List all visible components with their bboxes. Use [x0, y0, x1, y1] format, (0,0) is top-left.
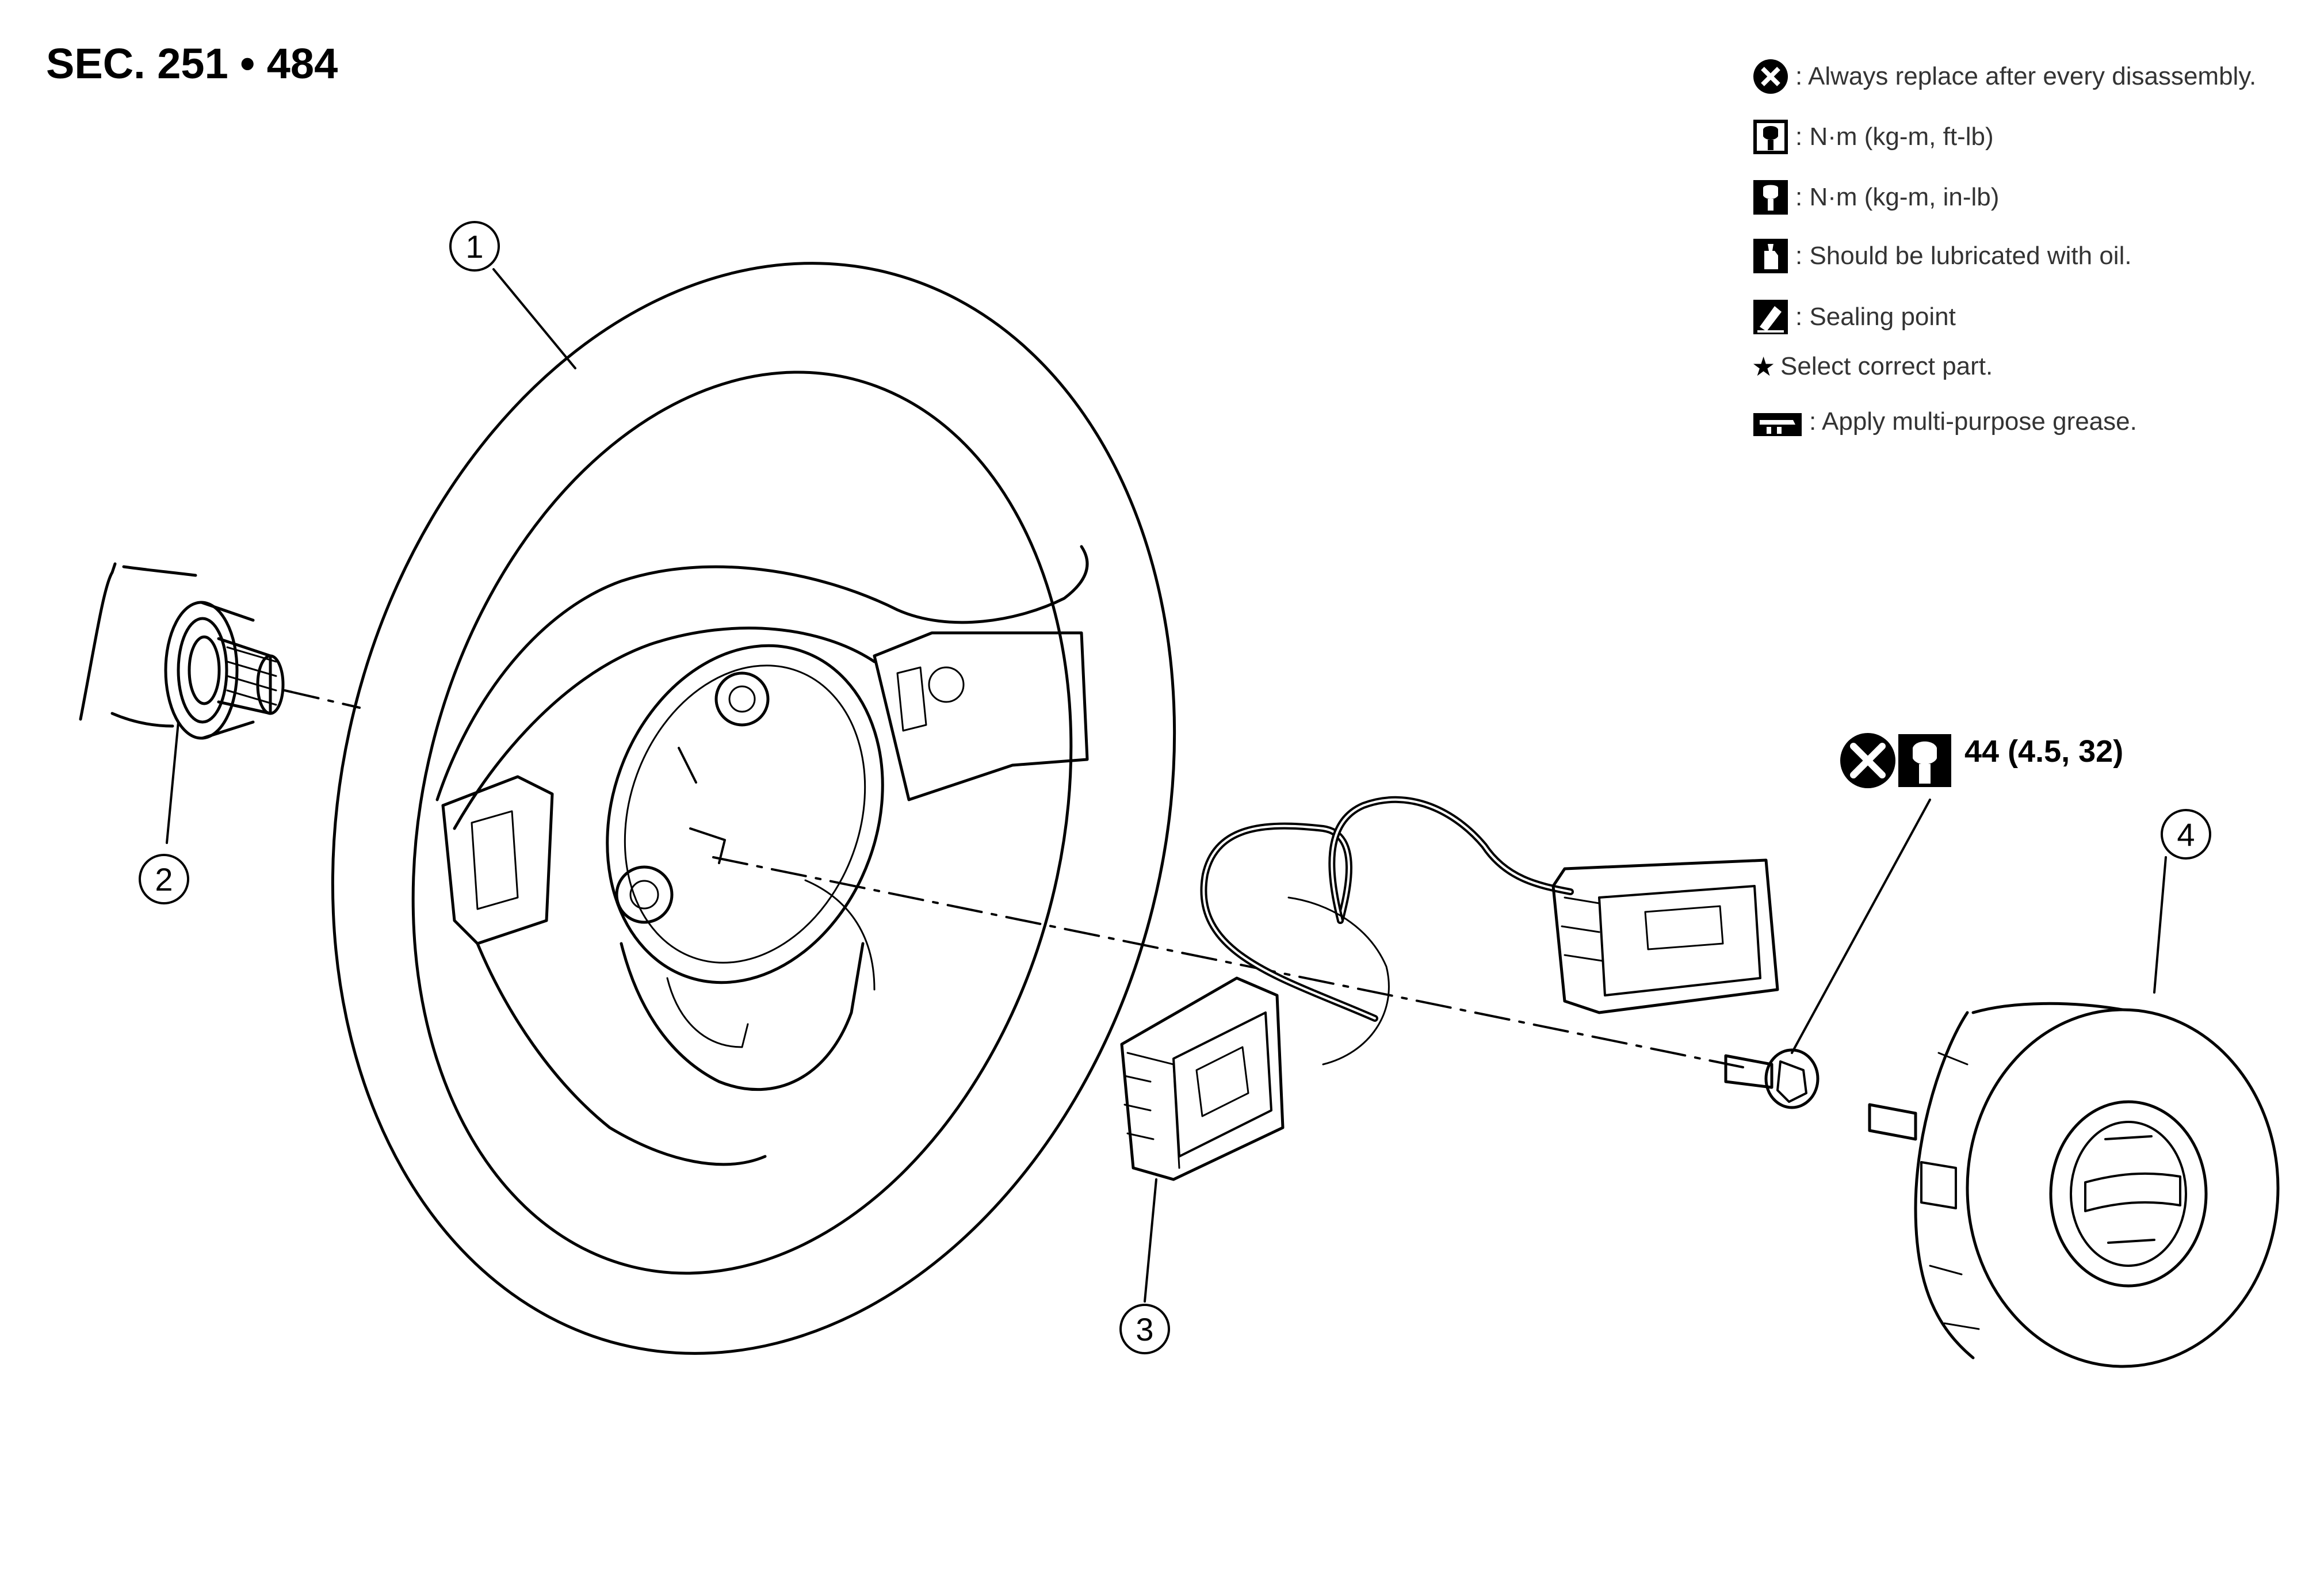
callout-2: 2: [139, 854, 189, 904]
legend-text: : N·m (kg-m, in-lb): [1795, 183, 2000, 211]
torque-wrench-filled-icon: [1753, 180, 1788, 215]
legend-text: Select correct part.: [1780, 352, 1993, 380]
legend-row: ★ Select correct part.: [1752, 351, 1993, 382]
torque-spec: 44 (4.5, 32): [1964, 734, 2124, 769]
torque-wrench-icon: [1898, 734, 1951, 787]
legend-text: : N·m (kg-m, ft-lb): [1795, 123, 1994, 151]
steering-column-shaft: [79, 562, 285, 740]
legend-row: : Should be lubricated with oil.: [1752, 237, 2132, 275]
callout-4: 4: [2161, 809, 2211, 860]
legend-row: : Always replace after every disassembly…: [1752, 58, 2256, 96]
alignment-lines: [284, 689, 1744, 1068]
callout-4-number: 4: [2177, 816, 2195, 853]
air-bag-bolt: [1724, 1048, 1820, 1109]
callout-1: 1: [449, 221, 500, 272]
legend-text: : Apply multi-purpose grease.: [1809, 407, 2137, 436]
callout-1-number: 1: [465, 228, 483, 265]
oil-can-icon: [1753, 239, 1788, 273]
driver-air-bag-module: [1868, 1002, 2280, 1368]
callout-2-number: 2: [155, 861, 173, 898]
sealing-pen-icon: [1753, 300, 1788, 334]
legend-row: : N·m (kg-m, ft-lb): [1752, 118, 1994, 156]
x-circle-icon: [1753, 59, 1788, 94]
section-header: SEC. 251 • 484: [46, 40, 338, 87]
torque-wrench-icon: [1753, 120, 1788, 154]
legend-row: : Sealing point: [1752, 298, 1956, 336]
legend-text: : Sealing point: [1795, 303, 1956, 331]
grease-gun-icon: [1753, 413, 1802, 436]
steering-switch: [1120, 796, 1779, 1181]
callout-3: 3: [1119, 1304, 1170, 1354]
legend-text: : Should be lubricated with oil.: [1795, 242, 2132, 270]
legend-row: : Apply multi-purpose grease.: [1752, 403, 2137, 441]
star-icon: ★: [1752, 352, 1776, 381]
x-circle-icon: [1840, 733, 1895, 788]
legend-text: : Always replace after every disassembly…: [1795, 62, 2257, 90]
callout-3-number: 3: [1136, 1311, 1153, 1347]
leader-lines: [166, 268, 2167, 1303]
steering-wheel: [331, 262, 1176, 1355]
legend-row: : N·m (kg-m, in-lb): [1752, 178, 1999, 216]
